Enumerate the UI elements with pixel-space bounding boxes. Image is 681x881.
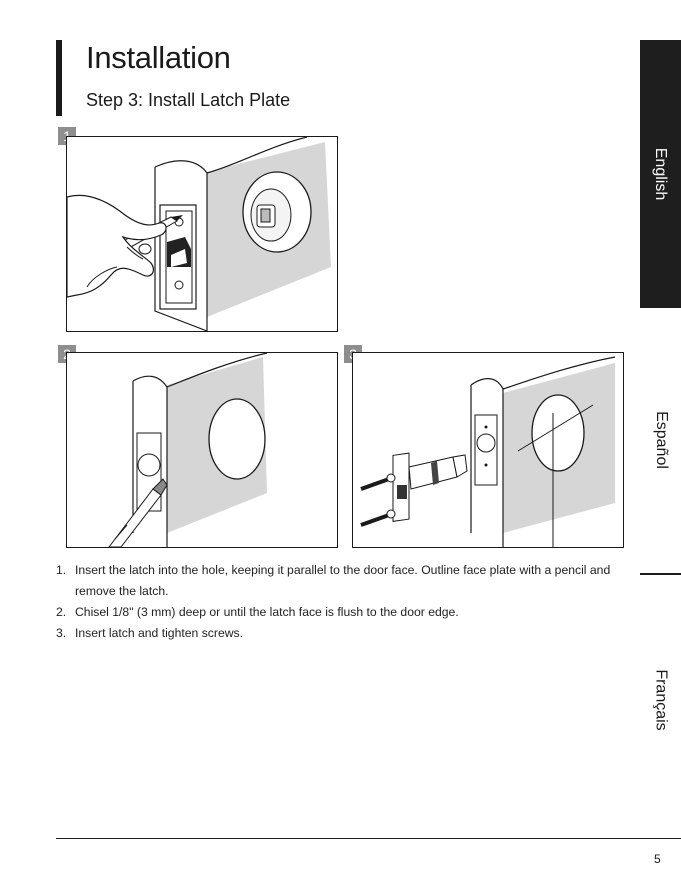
instruction-item: 2. Chisel 1/8" (3 mm) deep or until the l…	[56, 602, 626, 623]
instruction-item: 3. Insert latch and tighten screws.	[56, 623, 626, 644]
footer-rule	[56, 838, 681, 839]
figure-3-illustration	[360, 356, 616, 547]
tab-espanol[interactable]: Español	[640, 360, 681, 520]
instruction-number: 3.	[56, 626, 67, 640]
figure-2-chisel	[66, 352, 338, 548]
figure-3-insert-latch	[352, 352, 624, 548]
instruction-item: 1. Insert the latch into the hole, keepin…	[56, 560, 626, 602]
instruction-list: 1. Insert the latch into the hole, keepin…	[56, 560, 626, 644]
tab-english[interactable]: English	[640, 40, 681, 308]
step-subtitle: Step 3: Install Latch Plate	[86, 90, 291, 110]
tab-francais[interactable]: Français	[640, 640, 681, 760]
instruction-text: Chisel 1/8" (3 mm) deep or until the lat…	[75, 605, 459, 619]
figure-2-illustration	[108, 353, 268, 547]
instruction-text: Insert latch and tighten screws.	[75, 626, 244, 640]
page-title: Installation	[86, 40, 231, 75]
tab-francais-label: Français	[652, 669, 670, 731]
tab-divider	[640, 573, 681, 575]
title-accent-bar	[56, 40, 62, 116]
instruction-number: 1.	[56, 563, 67, 577]
tab-english-label: English	[652, 147, 670, 201]
figure-1-pencil-outline	[66, 136, 338, 332]
page-number: 5	[654, 852, 661, 866]
figure-1-illustration	[67, 137, 331, 331]
instruction-number: 2.	[56, 605, 67, 619]
tab-espanol-label: Español	[652, 411, 670, 469]
instruction-text: Insert the latch into the hole, keeping …	[75, 563, 611, 598]
